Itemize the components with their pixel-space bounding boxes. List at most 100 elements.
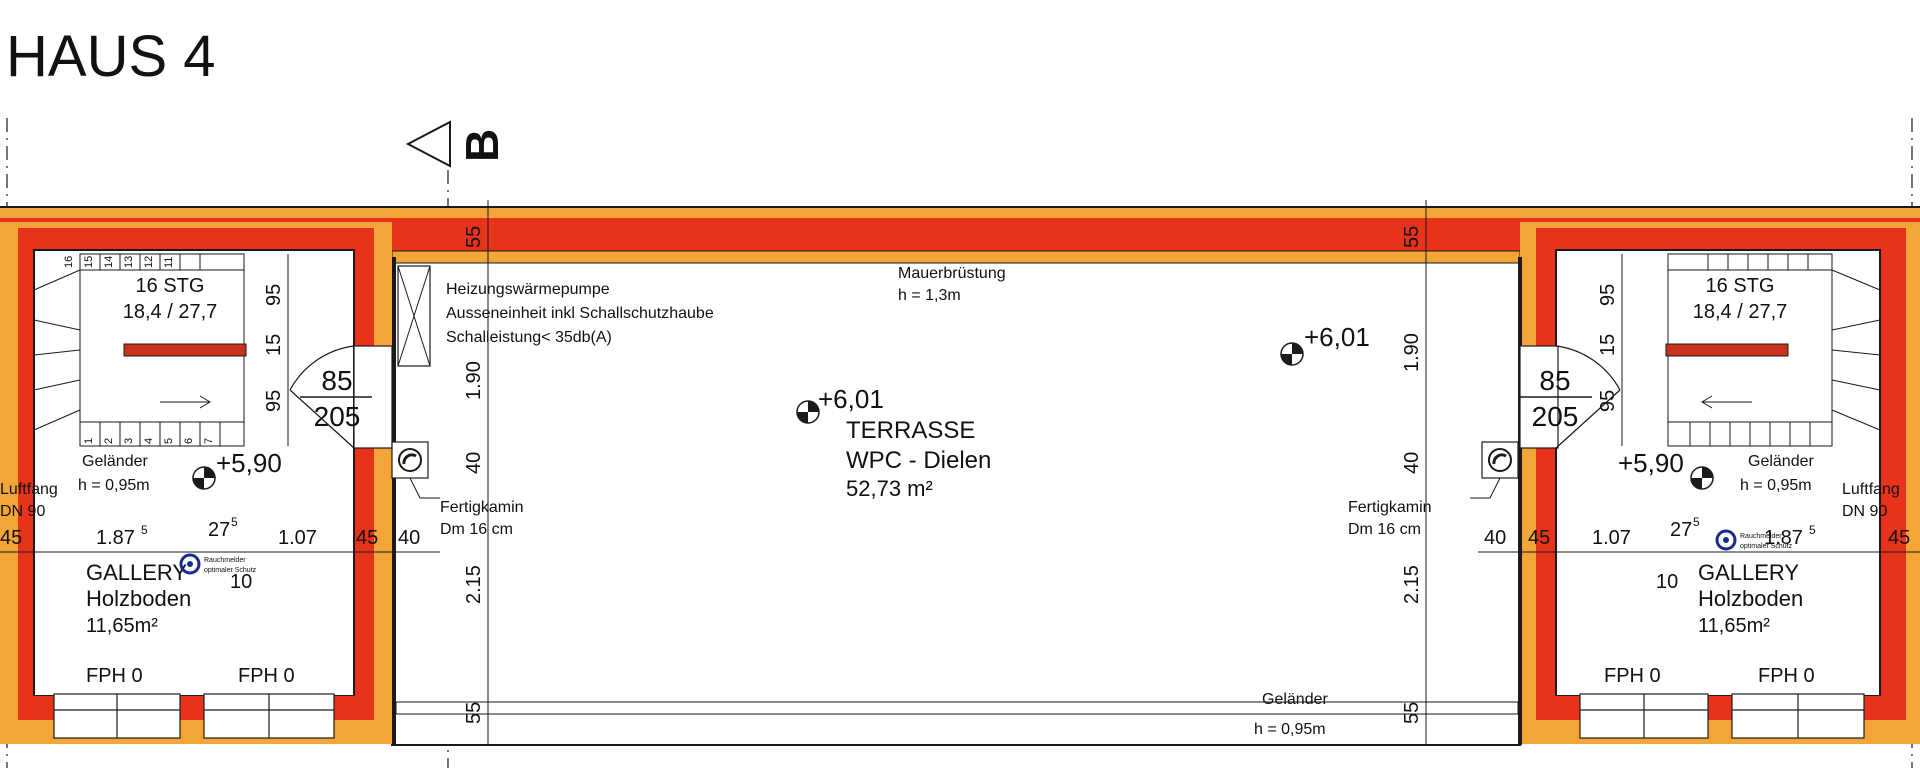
left-dim-40: 40: [398, 527, 420, 549]
right-dim-10: 10: [1656, 571, 1678, 593]
right-fireplace-label-1: Fertigkamin: [1348, 499, 1432, 516]
left-fph-2: FPH 0: [238, 665, 295, 687]
right-railing-height: h = 0,95m: [1740, 477, 1812, 494]
left-door-height: 205: [314, 401, 361, 432]
left-stair-count: 16 STG: [136, 275, 205, 297]
step-number: 2: [103, 438, 115, 444]
right-stair-core: [1665, 343, 1789, 357]
right-vdim-215: 2.15: [1401, 565, 1423, 604]
terrace-name: TERRASSE: [846, 417, 975, 444]
terrace-railing-height: h = 0,95m: [1254, 721, 1326, 738]
step-number: 13: [123, 256, 135, 268]
step-number: 1: [83, 438, 95, 444]
step-number: 4: [143, 438, 155, 444]
left-smoke-detector-icon: [179, 553, 201, 575]
right-dim-187: 1.87: [1764, 527, 1803, 549]
right-dim-45a: 45: [1528, 527, 1550, 549]
right-stair: [1667, 253, 1881, 447]
left-vdim-55-top: 55: [463, 226, 485, 248]
left-vdim-55-bottom: 55: [463, 702, 485, 724]
right-dim-27-sup: 5: [1693, 515, 1700, 529]
step-number: 7: [203, 438, 215, 444]
section-marker-label: B: [456, 129, 508, 162]
right-dim-95a: 95: [1597, 284, 1619, 306]
left-dim-187: 1.87: [96, 527, 135, 549]
right-vdim-55-bottom: 55: [1401, 702, 1423, 724]
left-dim-187-sup: 5: [141, 523, 148, 537]
right-dim-95b: 95: [1597, 390, 1619, 412]
step-number: 16: [63, 256, 75, 268]
left-vdim-215: 2.15: [463, 565, 485, 604]
right-luftfang-1: Luftfang: [1842, 481, 1900, 498]
step-number: 6: [183, 438, 195, 444]
right-level-mark: +5,90: [1618, 448, 1684, 478]
right-dim-40: 40: [1484, 527, 1506, 549]
right-fireplace-label-2: Dm 16 cm: [1348, 521, 1421, 538]
left-door-width: 85: [321, 365, 352, 396]
right-dim-27: 27: [1670, 519, 1692, 541]
left-vdim-190: 1.90: [463, 361, 485, 400]
left-room-area: 11,65m²: [86, 615, 158, 637]
left-dim-45b: 45: [356, 527, 378, 549]
heat-pump-line-2: Ausseneinheit inkl Schallschutzhaube: [446, 305, 714, 322]
left-dim-15: 15: [263, 334, 285, 356]
left-smoke-label-2: optimaler Schutz: [204, 567, 257, 574]
right-vdim-190: 1.90: [1401, 333, 1423, 372]
right-fph-1: FPH 0: [1604, 665, 1661, 687]
left-railing-label: Geländer: [82, 453, 148, 470]
terrace-railing-label: Geländer: [1262, 691, 1328, 708]
right-unit-walls: [1518, 222, 1920, 745]
left-luftfang-2: DN 90: [0, 503, 45, 520]
left-stair-ratio: 18,4 / 27,7: [123, 301, 218, 323]
left-dim-27: 27: [208, 519, 230, 541]
left-room-name: GALLERY: [86, 560, 187, 585]
right-stair-ratio: 18,4 / 27,7: [1693, 301, 1788, 323]
left-dim-95a: 95: [263, 284, 285, 306]
heat-pump-line-1: Heizungswärmepumpe: [446, 281, 610, 298]
left-room-floor: Holzboden: [86, 586, 191, 611]
left-vdim-40: 40: [463, 452, 485, 474]
right-door-height: 205: [1532, 401, 1579, 432]
terrace-parapet-top: [391, 250, 1521, 264]
plan-title: HAUS 4: [6, 24, 216, 89]
left-stair: [33, 253, 245, 447]
right-dim-45b: 45: [1888, 527, 1910, 549]
left-fph-1: FPH 0: [86, 665, 143, 687]
right-smoke-detector-icon: [1715, 529, 1737, 551]
right-stair-count: 16 STG: [1706, 275, 1775, 297]
right-smoke-label-1: Rauchmelder: [1740, 533, 1782, 540]
right-luftfang-2: DN 90: [1842, 503, 1887, 520]
left-dim-95b: 95: [263, 390, 285, 412]
left-stair-step-numbers: 16 15 14 13 12 11 1 2 3 4 5 6 7: [63, 256, 215, 444]
section-marker-triangle: [405, 120, 451, 168]
left-dim-45a: 45: [0, 527, 22, 549]
right-room-name: GALLERY: [1698, 560, 1799, 585]
step-number: 12: [143, 256, 155, 268]
left-fireplace-label-1: Fertigkamin: [440, 499, 524, 516]
right-door-width: 85: [1539, 365, 1570, 396]
left-dim-107: 1.07: [278, 527, 317, 549]
left-fireplace-label-2: Dm 16 cm: [440, 521, 513, 538]
right-room-floor: Holzboden: [1698, 586, 1803, 611]
right-railing-label: Geländer: [1748, 453, 1814, 470]
step-number: 3: [123, 438, 135, 444]
step-number: 5: [163, 438, 175, 444]
left-luftfang-1: Luftfang: [0, 481, 58, 498]
right-dim-15: 15: [1597, 334, 1619, 356]
windows: [53, 693, 1865, 739]
left-level-mark: +5,90: [216, 448, 282, 478]
terrace-level-right: +6,01: [1304, 322, 1370, 352]
left-smoke-label-1: Rauchmelder: [204, 557, 246, 564]
step-number: 11: [163, 257, 175, 268]
terrace-area-value: 52,73 m²: [846, 476, 933, 501]
left-dim-27-sup: 5: [231, 515, 238, 529]
step-number: 14: [103, 256, 115, 268]
terrace-level-center: +6,01: [818, 384, 884, 414]
right-room-area: 11,65m²: [1698, 615, 1770, 637]
right-vdim-55-top: 55: [1401, 226, 1423, 248]
right-dim-187-sup: 5: [1809, 523, 1816, 537]
left-stair-core: [123, 343, 247, 357]
right-dim-107: 1.07: [1592, 527, 1631, 549]
step-number: 15: [83, 256, 95, 268]
terrace-dim-lines: [487, 200, 1427, 745]
